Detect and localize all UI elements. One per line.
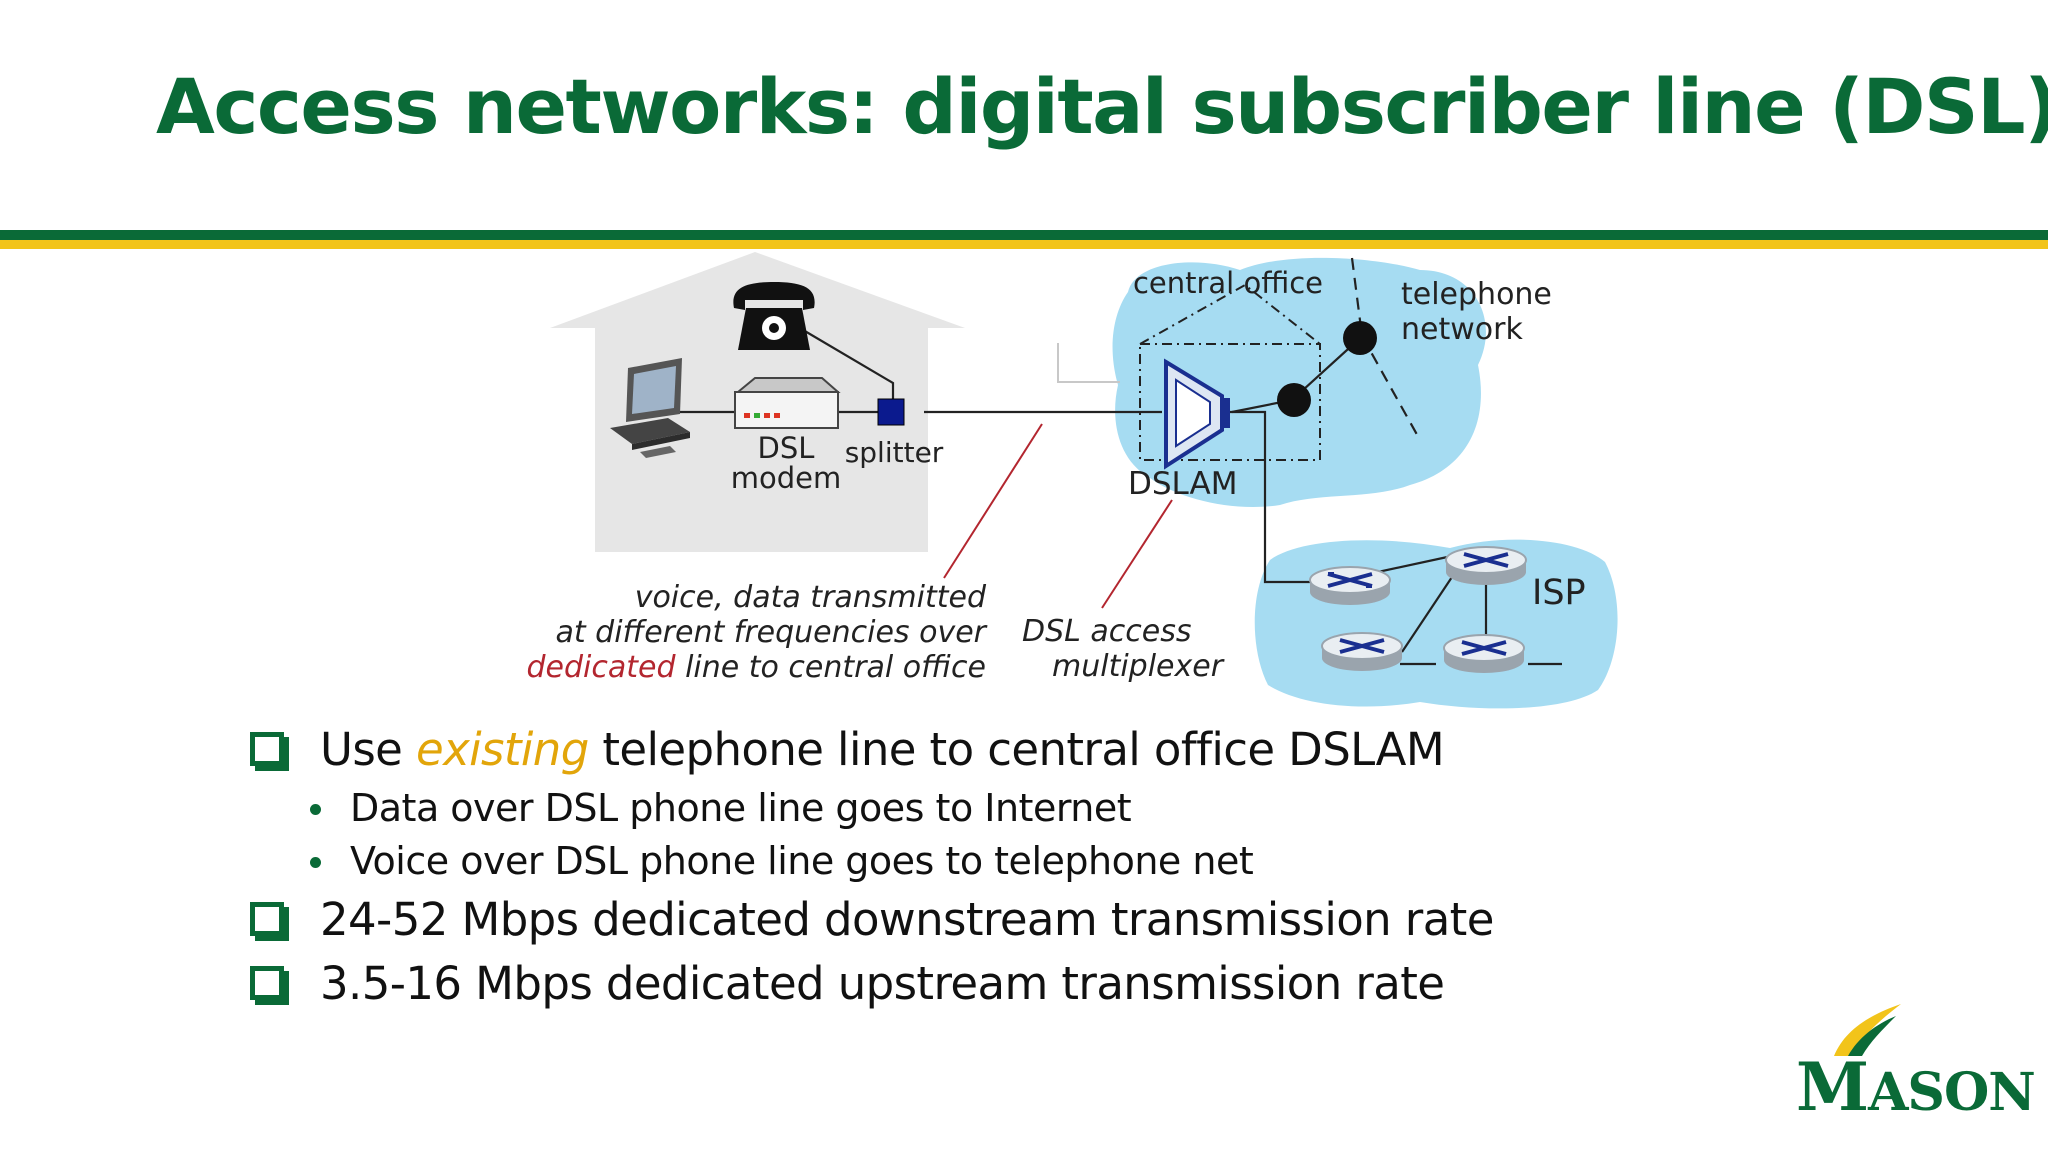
label-central-office: central office [1133,266,1323,300]
slide-title: Access networks: digital subscriber line… [156,62,2048,151]
bullet-text-suffix: telephone line to central office DSLAM [588,723,1445,776]
logo-wordmark: MASON [1796,1048,2036,1126]
label-voice-3: dedicated line to central office [526,650,986,685]
title-rule-gold [0,240,2048,249]
bullet-text-prefix: Use [320,723,416,776]
central-office-outline [1139,283,1321,461]
logo-swoosh-icon [1834,1004,1901,1056]
label-telephone-network-1: telephone [1401,277,1552,312]
bullet-item: Use existing telephone line to central o… [246,718,1494,782]
grey-guide-lines [1057,343,1120,383]
dslam-icon [1164,358,1230,470]
bullet-item: 24-52 Mbps dedicated downstream transmis… [246,888,1494,952]
bullet-item: 3.5-16 Mbps dedicated upstream transmiss… [246,952,1494,1016]
checkbox-bullet-icon [250,966,284,1000]
label-telephone-network-2: network [1401,312,1523,347]
label-dedicated-emphasis: dedicated [526,650,676,685]
bullet-list: Use existing telephone line to central o… [246,718,1494,1016]
label-splitter: splitter [845,436,944,469]
bullet-emphasis-existing: existing [415,723,589,776]
callout-line-dedicated [943,423,1043,579]
splitter-icon [877,398,905,426]
label-dslam: DSLAM [1128,466,1237,502]
label-dsl-access-2: multiplexer [1052,649,1225,684]
checkbox-bullet-icon [250,902,284,936]
dot-bullet-icon [310,857,321,868]
label-voice-2: at different frequencies over [555,615,987,650]
dsl-modem-icon [734,377,841,429]
dsl-diagram: DSL modem splitter central office teleph… [526,252,1618,709]
sub-bullet-text: Voice over DSL phone line goes to teleph… [350,839,1254,883]
telephone-network-cloud [1112,257,1486,507]
isp-router-3 [1321,632,1403,671]
telephone-icon [733,282,815,350]
label-isp: ISP [1532,573,1586,613]
label-dsl-modem-2: modem [731,461,842,495]
isp-cloud [1254,539,1618,709]
isp-router-2 [1445,546,1527,585]
checkbox-bullet-icon [250,732,284,766]
sub-bullet-text: Data over DSL phone line goes to Interne… [350,786,1132,830]
label-voice-3-rest: line to central office [685,650,986,685]
bullet-text: 24-52 Mbps dedicated downstream transmis… [320,893,1494,946]
label-dsl-access-1: DSL access [1022,614,1191,649]
isp-router-1 [1309,566,1391,605]
title-rule-green [0,230,2048,240]
isp-router-4 [1443,634,1525,673]
label-voice-1: voice, data transmitted [635,580,987,615]
central-office-switch [1277,383,1311,417]
computer-icon [610,358,690,458]
sub-bullet-item: Voice over DSL phone line goes to teleph… [246,835,1494,888]
mason-logo: MASON [1796,998,2036,1126]
telephone-network-switch [1343,321,1377,355]
bullet-text: 3.5-16 Mbps dedicated upstream transmiss… [320,957,1445,1010]
label-dsl-modem-1: DSL [758,431,815,465]
sub-bullet-item: Data over DSL phone line goes to Interne… [246,782,1494,835]
callout-line-dslam [1101,499,1173,609]
dot-bullet-icon [310,804,321,815]
